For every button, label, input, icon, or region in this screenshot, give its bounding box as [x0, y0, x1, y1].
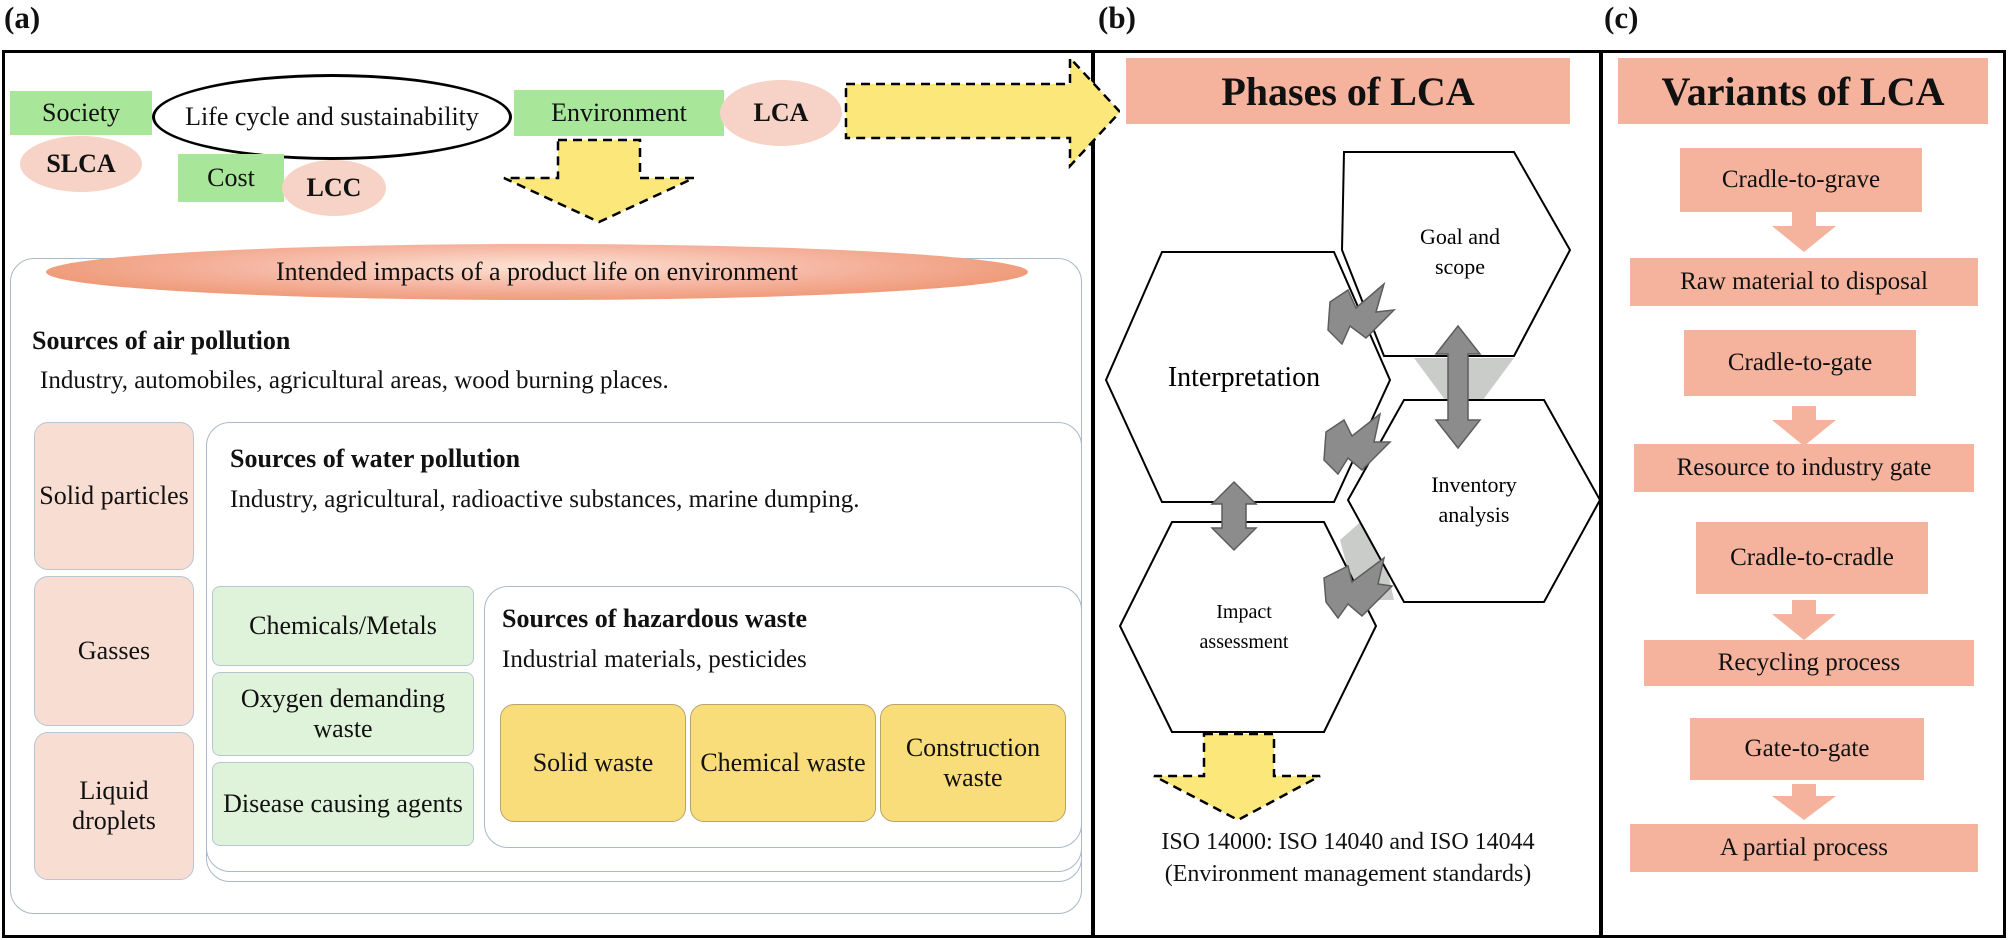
hazard-title: Sources of hazardous waste	[502, 604, 808, 633]
arrow-impact-inventory	[1323, 556, 1394, 620]
hazard-item: Construction waste	[880, 704, 1066, 822]
impact-line1: Impact	[1216, 601, 1272, 623]
variant-item: Raw material to disposal	[1630, 258, 1978, 306]
hazard-text: Industrial materials, pesticides	[502, 646, 807, 673]
variant-arrow	[1772, 784, 1836, 820]
interpretation-label: Interpretation	[1168, 362, 1320, 393]
variant-arrow	[1772, 600, 1836, 640]
phases-title: Phases of LCA	[1126, 58, 1570, 124]
variant-item: A partial process	[1630, 824, 1978, 872]
water-pollution-text: Industry, agricultural, radioactive subs…	[230, 486, 860, 513]
hex-interpretation	[1104, 251, 1392, 503]
intended-impacts-ellipse: Intended impacts of a product life on en…	[46, 244, 1028, 300]
air-pollution-text: Industry, automobiles, agricultural area…	[40, 367, 669, 394]
slca-ellipse: SLCA	[20, 136, 142, 192]
hex-goal-scope	[1340, 151, 1572, 357]
life-cycle-ellipse: Life cycle and sustainability	[152, 74, 512, 160]
water-item: Chemicals/Metals	[212, 586, 474, 666]
iso-caption: ISO 14000: ISO 14040 and ISO 14044 (Envi…	[1104, 826, 1592, 890]
water-item: Disease causing agents	[212, 762, 474, 846]
phases-diagram: Goal and scope Interpretation Inventory …	[1104, 151, 1600, 822]
hazard-item: Chemical waste	[690, 704, 876, 822]
variants-title: Variants of LCA	[1618, 58, 1988, 124]
down-arrow	[503, 138, 695, 224]
air-item: Liquid droplets	[34, 732, 194, 880]
iso-line1: ISO 14000: ISO 14040 and ISO 14044	[1161, 829, 1535, 855]
water-item: Oxygen demanding waste	[212, 672, 474, 756]
variant-item: Cradle-to-cradle	[1696, 522, 1928, 594]
panel-label-b: (b)	[1098, 0, 1136, 35]
lcc-ellipse: LCC	[282, 160, 386, 216]
air-pollution-title: Sources of air pollution	[32, 326, 291, 355]
intended-impacts-label: Intended impacts of a product life on en…	[275, 257, 798, 286]
variant-item: Cradle-to-grave	[1680, 148, 1922, 212]
arrow-interp-impact	[1210, 480, 1258, 552]
iso-line2: (Environment management standards)	[1164, 861, 1532, 887]
society-box: Society	[10, 91, 152, 135]
hex-inventory	[1346, 399, 1600, 603]
water-pollution-title: Sources of water pollution	[230, 444, 521, 473]
variant-item: Cradle-to-gate	[1684, 330, 1916, 396]
variants-arrows	[1772, 212, 1836, 820]
inventory-line1: Inventory	[1431, 472, 1517, 497]
cost-box: Cost	[178, 154, 284, 202]
inventory-line2: analysis	[1439, 502, 1510, 527]
impact-line2: assessment	[1200, 631, 1289, 653]
gray-shade	[1340, 510, 1394, 600]
panel-a-arrows	[503, 54, 1120, 224]
goal-scope-line2: scope	[1435, 254, 1485, 279]
hazard-item: Solid waste	[500, 704, 686, 822]
variant-arrow	[1772, 406, 1836, 446]
air-item: Gasses	[34, 576, 194, 726]
environment-box: Environment	[514, 90, 724, 136]
panel-label-a: (a)	[4, 0, 41, 35]
variant-item: Resource to industry gate	[1634, 444, 1974, 492]
goal-scope-line1: Goal and	[1420, 224, 1500, 249]
panel-label-c: (c)	[1604, 0, 1639, 35]
panel-c-frame	[1600, 50, 2006, 938]
phases-down-arrow	[1153, 732, 1321, 822]
hex-impact	[1118, 521, 1378, 733]
lca-ellipse: LCA	[720, 80, 842, 146]
arrow-goal-inventory	[1434, 324, 1482, 450]
variant-arrow	[1772, 212, 1836, 252]
arrow-interp-inventory	[1323, 412, 1392, 476]
variant-item: Gate-to-gate	[1690, 718, 1924, 780]
right-arrow	[844, 54, 1120, 170]
variant-item: Recycling process	[1644, 640, 1974, 686]
arrow-goal-interp	[1327, 281, 1397, 346]
air-item: Solid particles	[34, 422, 194, 570]
